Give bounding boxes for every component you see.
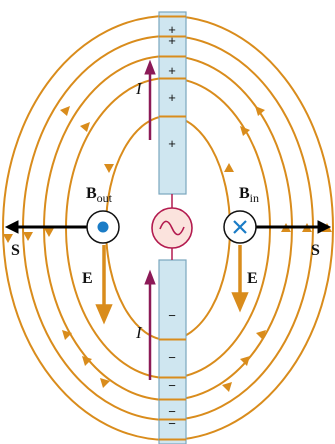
current-arrows	[144, 59, 156, 380]
dot-out-of-page-icon	[86, 210, 120, 244]
field-lines-over-rod	[159, 15, 186, 441]
field-arrow	[100, 378, 110, 388]
field-arrow	[240, 126, 250, 136]
e-vector-right-head	[231, 292, 249, 313]
field-arrow	[80, 122, 90, 132]
negative-charges: − − − − −	[168, 308, 176, 431]
current-arrow-top-head	[144, 59, 156, 75]
field-arrow	[60, 106, 70, 116]
current-arrow-bottom-head	[144, 269, 156, 285]
e-field-vectors	[95, 245, 249, 325]
charge-minus: −	[168, 350, 176, 365]
field-arrow	[256, 330, 266, 340]
field-arrow	[240, 356, 250, 366]
current-label-top: I	[135, 79, 143, 98]
field-arrow	[222, 382, 232, 392]
s-vector-left-head	[4, 220, 19, 234]
positive-charges: + + + + +	[168, 22, 176, 151]
cross-into-page-icon	[223, 210, 257, 244]
charge-minus: −	[168, 308, 176, 323]
field-arrow	[3, 234, 13, 243]
s-vector-right-head	[317, 220, 332, 234]
field-arrow	[82, 356, 92, 366]
charge-plus: +	[168, 63, 176, 78]
charge-minus: −	[168, 378, 176, 393]
current-label-bottom: I	[135, 323, 143, 342]
antenna-top-rod	[158, 11, 187, 195]
s-label-right: S	[311, 242, 320, 259]
field-arrow	[44, 228, 54, 237]
s-label-left: S	[11, 242, 20, 259]
field-arrow	[62, 330, 72, 340]
charge-plus: +	[168, 33, 176, 48]
poynting-vectors	[4, 220, 332, 234]
charge-minus: −	[168, 404, 176, 419]
antenna	[158, 11, 187, 444]
charge-plus: +	[168, 22, 176, 37]
charge-plus: +	[168, 90, 176, 105]
e-vector-left-head	[95, 304, 113, 325]
charge-plus: +	[168, 136, 176, 151]
field-arrow	[104, 164, 114, 173]
ac-source-icon	[151, 207, 193, 249]
field-arrow	[224, 163, 234, 172]
e-label-right: E	[247, 270, 258, 287]
b-in-label: Bin	[239, 185, 259, 205]
e-label-left: E	[82, 270, 93, 287]
charge-minus: −	[168, 416, 176, 431]
field-arrow	[255, 106, 265, 116]
b-out-label: Bout	[86, 185, 113, 205]
field-arrow	[23, 232, 33, 241]
